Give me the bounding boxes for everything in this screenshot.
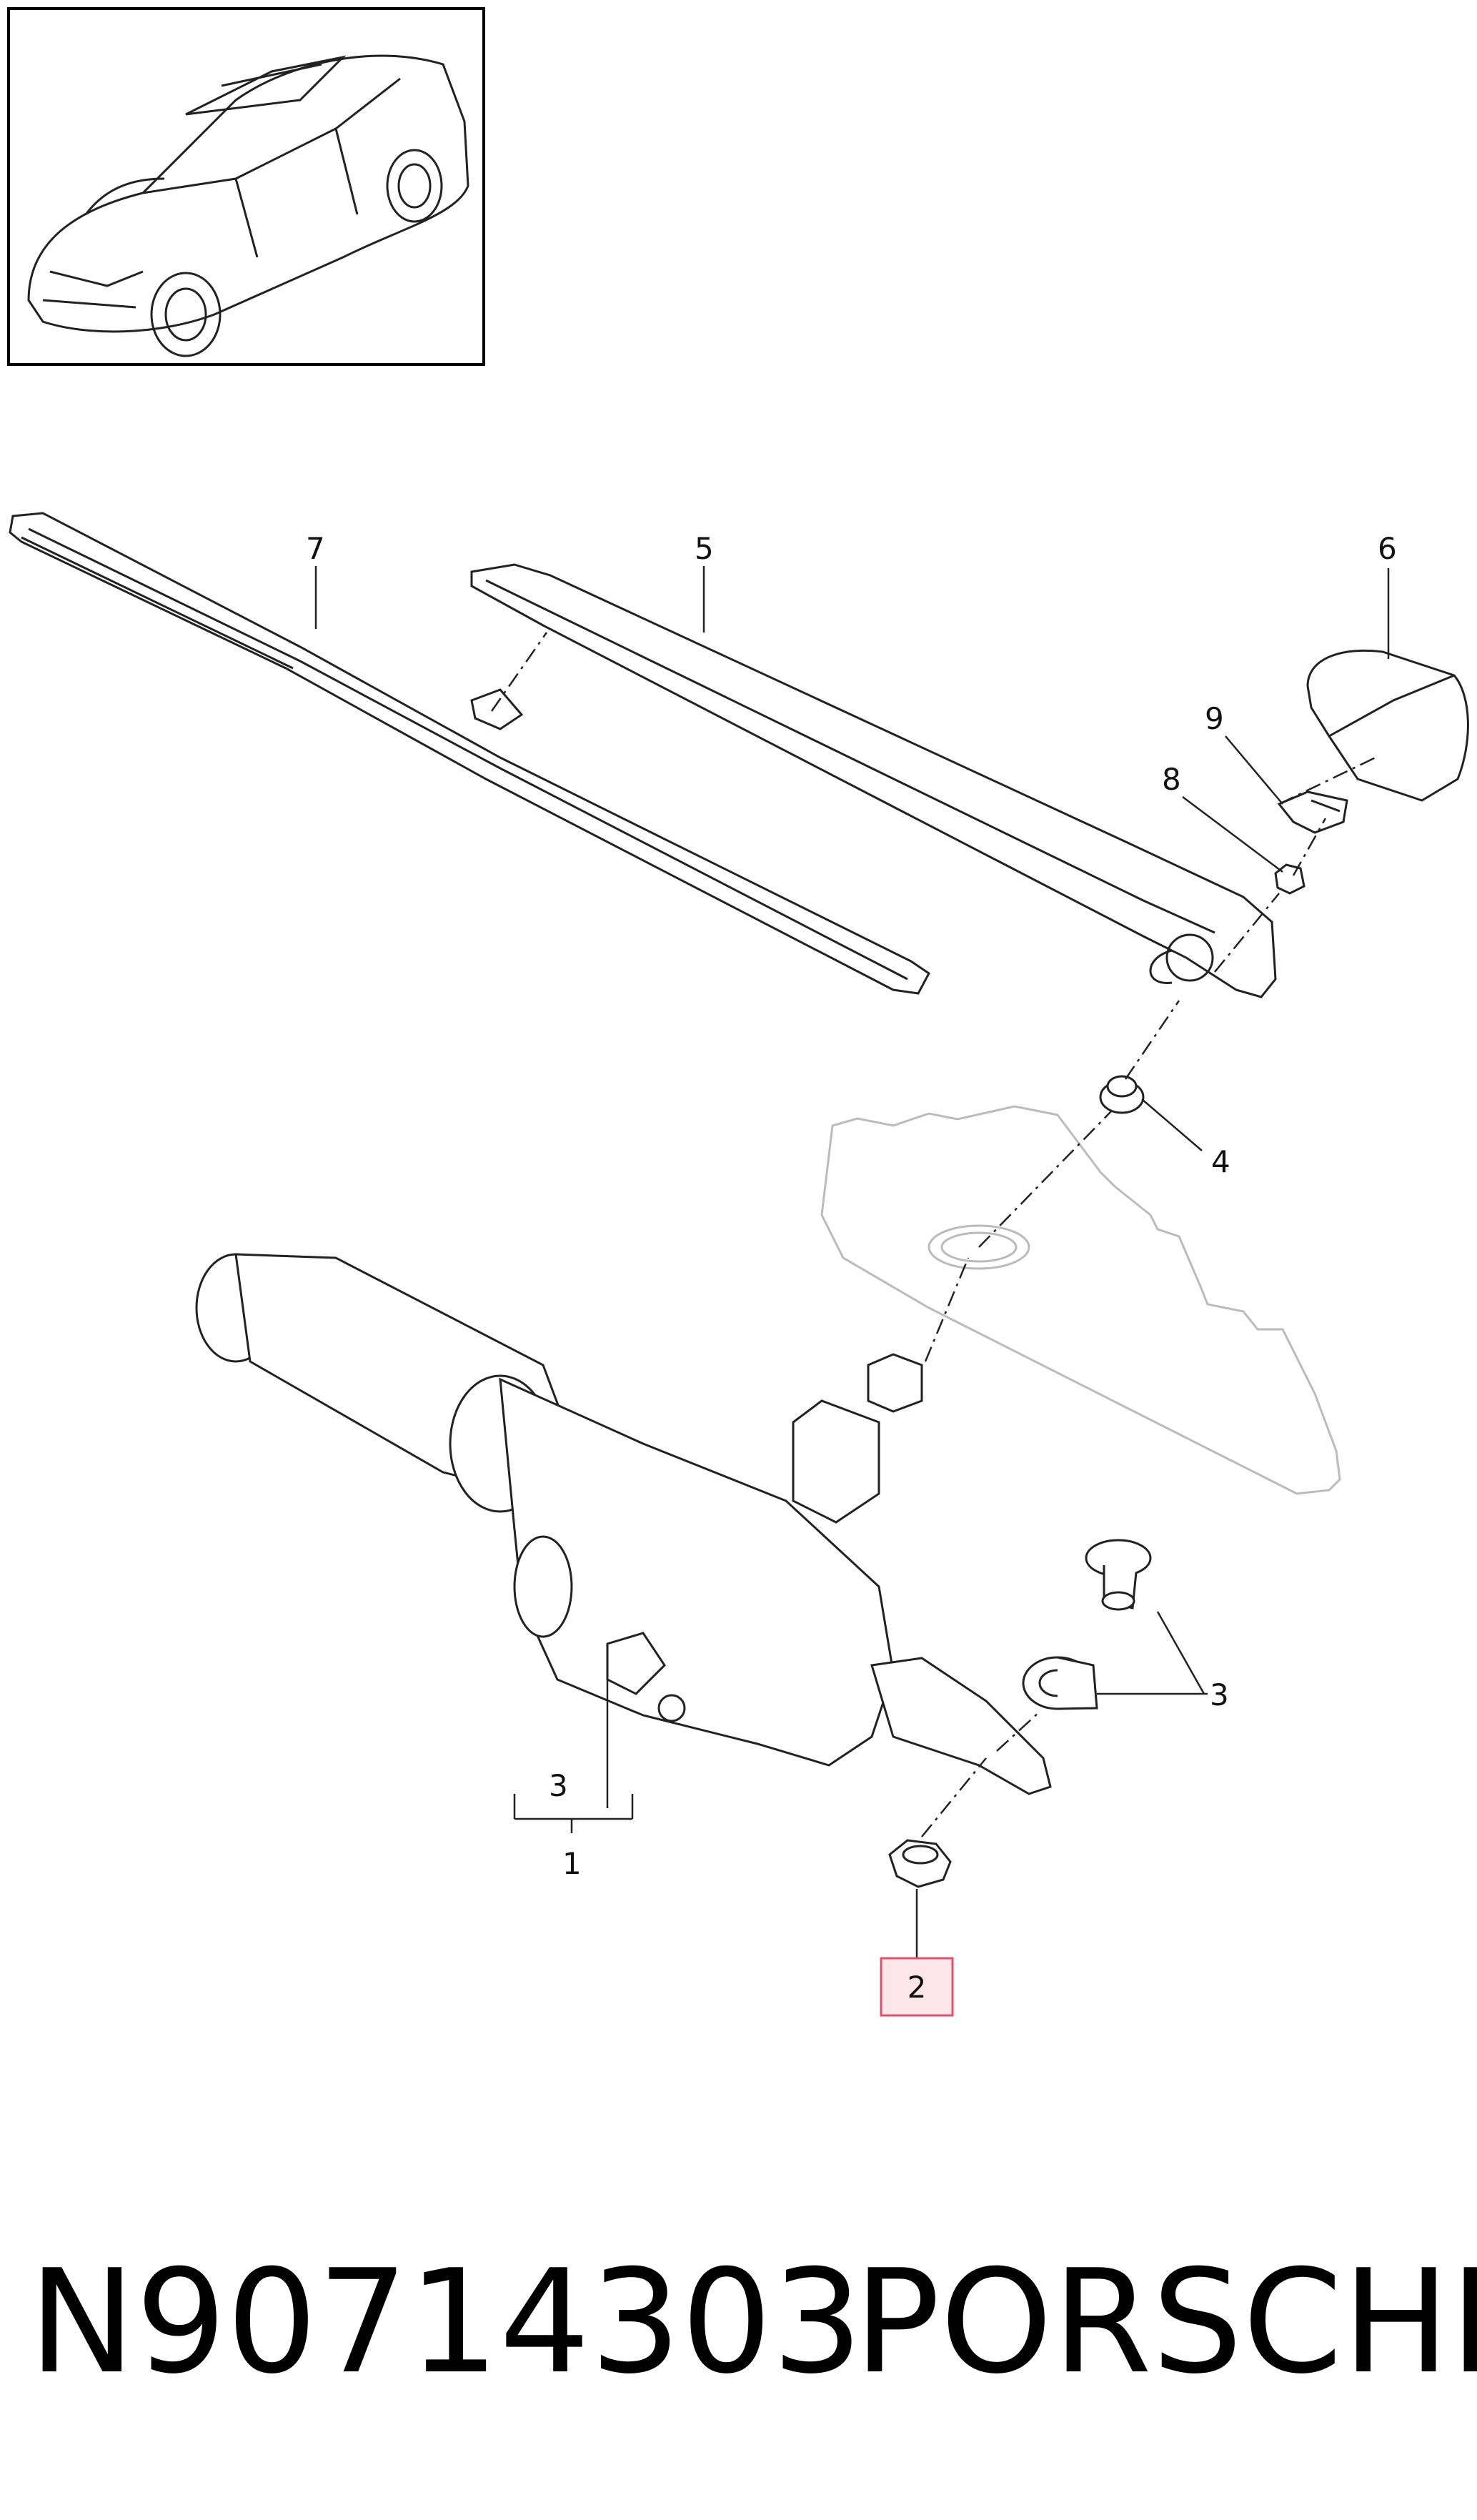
callout-5: 5 — [695, 531, 714, 566]
callout-4: 4 — [1211, 1144, 1230, 1179]
part-number-text: N90714303 — [29, 2239, 863, 2406]
callout-9: 9 — [1205, 701, 1224, 736]
callout-6: 6 — [1378, 531, 1397, 566]
leader-lines — [314, 566, 1390, 1958]
wiper-blade-part — [9, 512, 930, 995]
cap-part — [1306, 649, 1469, 802]
grommet-part-3a — [1085, 1539, 1152, 1611]
grommet-part-3b — [1022, 1656, 1098, 1710]
callout-3-grommets: 3 — [1210, 1677, 1229, 1712]
callout-7: 7 — [306, 531, 325, 566]
callout-3-motor: 3 — [549, 1768, 568, 1803]
callout-8: 8 — [1162, 762, 1181, 797]
callout-2: 2 — [907, 1970, 927, 2005]
wiper-motor-part — [195, 1253, 1052, 1795]
nut-part-2 — [888, 1839, 952, 1888]
wiper-arm-part — [470, 563, 1277, 998]
callout-1: 1 — [562, 1846, 582, 1881]
footer: N90714303 PORSCHE — [0, 2251, 1477, 2394]
assembly-lines — [490, 632, 1376, 1837]
clip-part — [1277, 790, 1348, 834]
grommet-part-4 — [1099, 1075, 1145, 1114]
brand-text: PORSCHE — [854, 2239, 1477, 2406]
highlighted-callout: 2 — [880, 1957, 954, 2017]
vehicle-thumbnail-icon — [7, 7, 485, 366]
tailgate-panel-outline — [820, 1105, 1341, 1495]
